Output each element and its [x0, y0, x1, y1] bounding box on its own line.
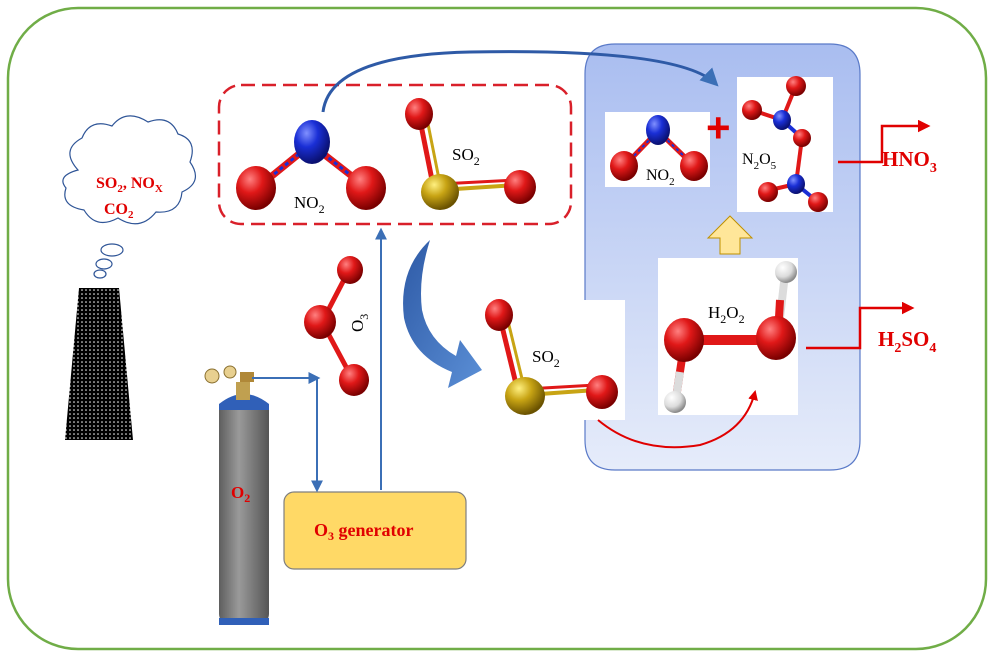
so2-mid-molecule [485, 299, 618, 415]
emission-cloud-icon [62, 115, 197, 279]
chimney-icon [65, 288, 133, 440]
cylinder-label: O2 [231, 483, 250, 505]
h2o2-label: H2O2 [708, 303, 745, 326]
oxygen-cylinder-icon [204, 365, 269, 625]
h2o2-molecule [664, 261, 797, 413]
o3-generator-label: O3 generator [314, 520, 413, 543]
hno3-output-arrow [838, 119, 931, 164]
o3-molecule [304, 256, 369, 396]
so2-to-h2o2-arrow [597, 390, 758, 449]
hno3-label: HNO3 [882, 147, 937, 176]
n2o5-molecule [742, 76, 828, 212]
h2so4-label: H2SO4 [878, 327, 936, 356]
so2-mid-label: SO2 [532, 347, 560, 370]
plus-sign: + [706, 104, 731, 151]
so2-top-molecule [405, 98, 536, 210]
h2so4-output-arrow [806, 301, 915, 350]
cloud-label-line1: SO2, NOX [96, 175, 163, 195]
flue-gas-box [217, 83, 573, 226]
cloud-label-line2: CO2 [104, 201, 134, 221]
yellow-up-arrow [706, 215, 754, 255]
no2-top-label: NO2 [294, 193, 325, 216]
no2-to-panel-arrow [321, 50, 719, 113]
no2-top-molecule [236, 120, 386, 210]
no2-box-molecule [610, 115, 708, 181]
n2o5-box-backing [737, 77, 833, 212]
o3-label: O3 [348, 314, 371, 332]
so2-top-label: SO2 [452, 145, 480, 168]
no2-box-label: NO2 [646, 167, 675, 188]
o3-generator-box [283, 491, 467, 570]
big-curved-arrow [403, 240, 482, 388]
n2o5-label: N2O5 [742, 151, 777, 172]
